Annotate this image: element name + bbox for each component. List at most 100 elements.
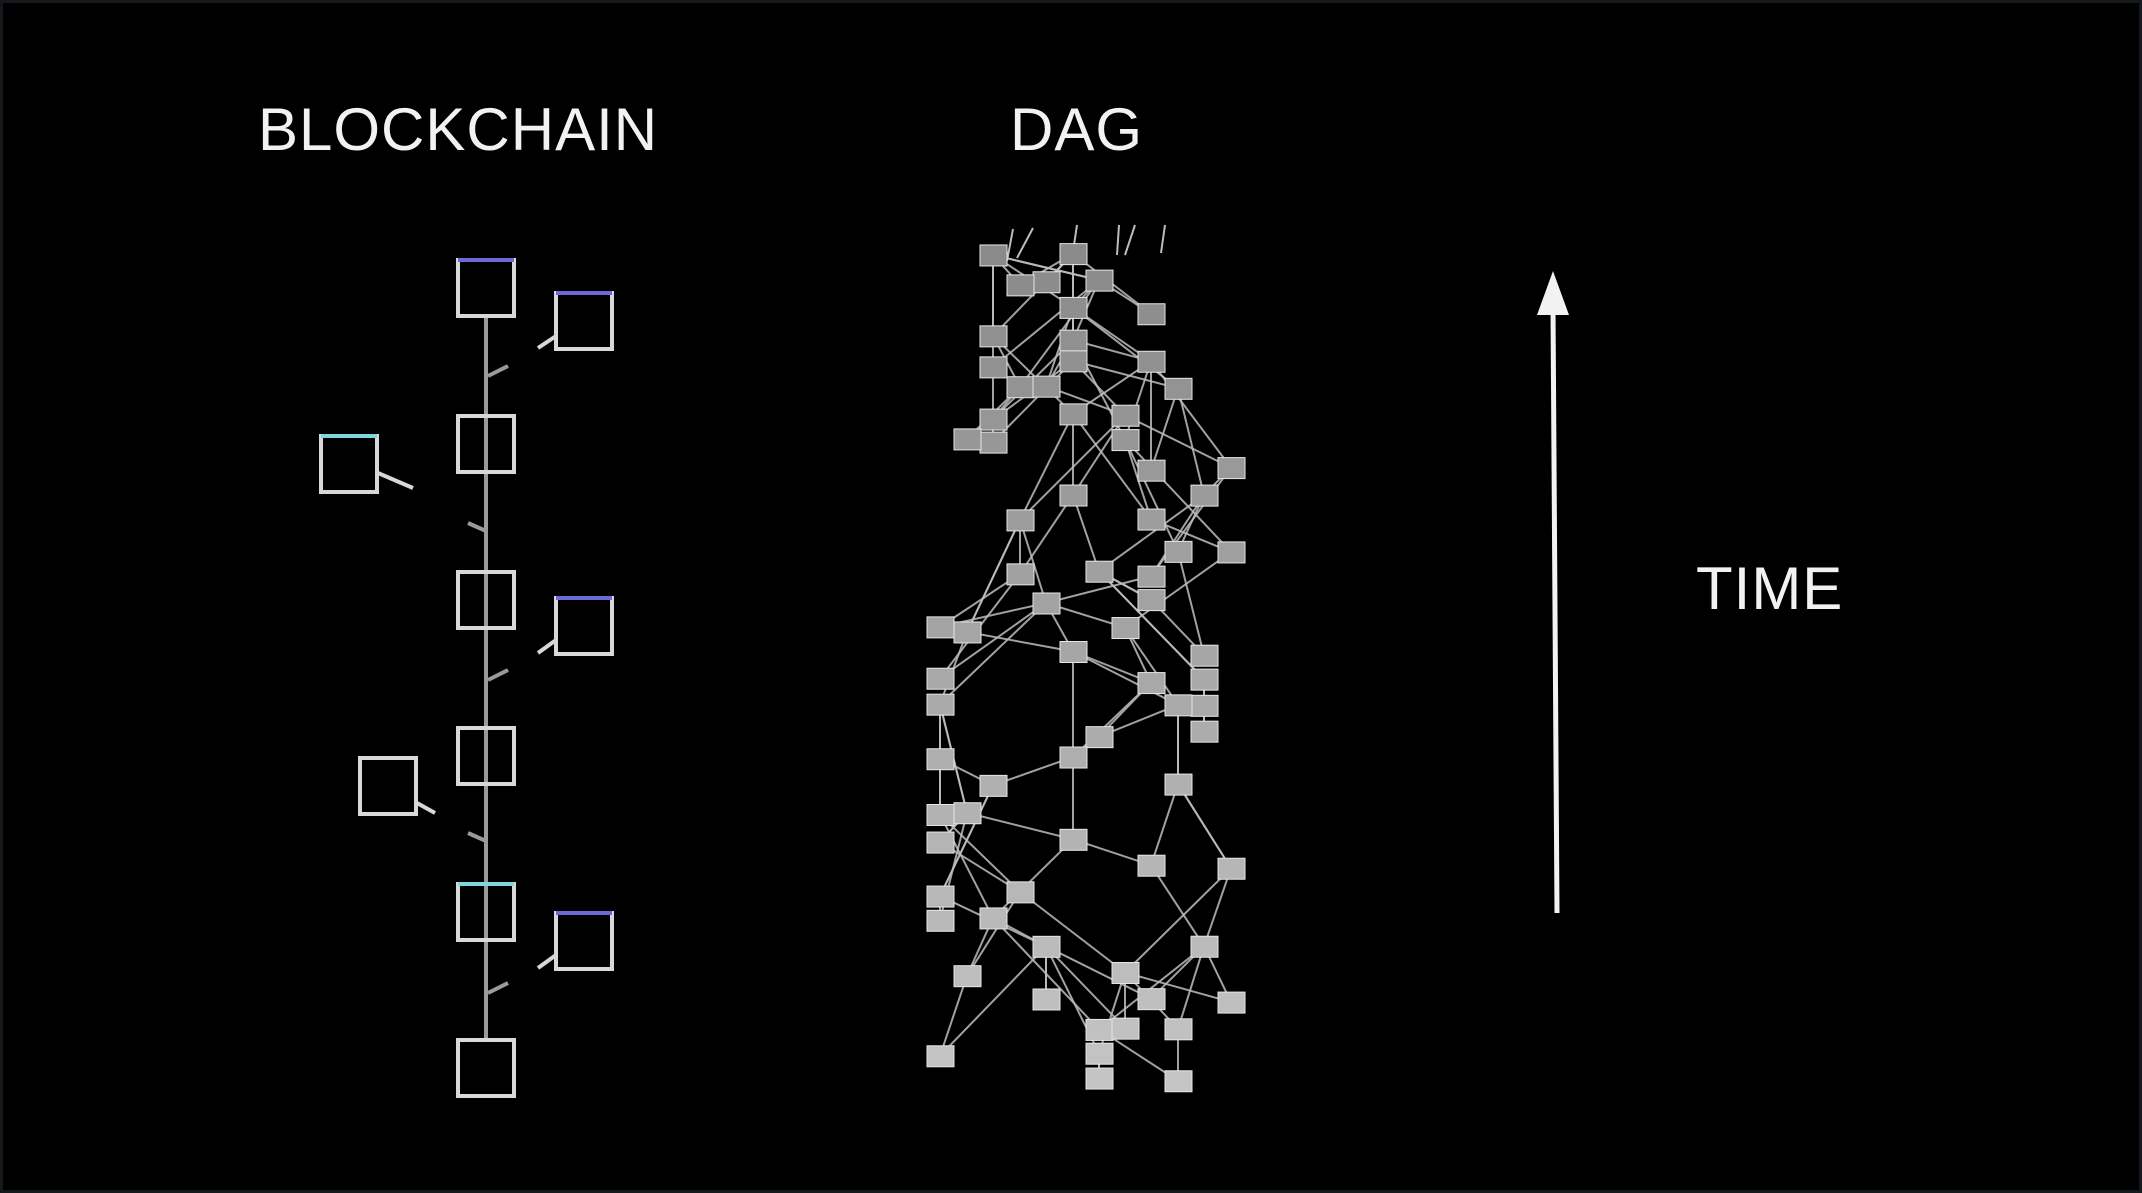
- dag-node: [1006, 563, 1035, 586]
- blockchain-title: BLOCKCHAIN: [258, 96, 659, 163]
- dag-node: [926, 803, 955, 826]
- dag-node: [926, 831, 955, 854]
- dag-node: [1059, 641, 1088, 664]
- dag-node: [1164, 377, 1193, 400]
- dag-edge: [992, 838, 1074, 919]
- dag-node: [926, 748, 955, 771]
- dag-edge: [1098, 945, 1205, 1031]
- dag-edge: [1150, 864, 1205, 947]
- dag-node: [926, 616, 955, 639]
- dag-node: [1085, 1067, 1114, 1090]
- dag-edge: [939, 975, 968, 1057]
- dag-edge: [966, 630, 1074, 653]
- dag-edge: [1124, 971, 1232, 1004]
- dag-tip-edge: [1006, 228, 1014, 262]
- dag-node: [1006, 376, 1035, 399]
- dag-node: [926, 667, 955, 690]
- dag-edge: [1019, 413, 1074, 521]
- dag-edge: [992, 335, 1074, 415]
- side-block-link: [536, 953, 558, 970]
- time-arrow-head: [1537, 271, 1569, 315]
- dag-edge: [1150, 783, 1179, 866]
- chain-tick: [487, 364, 509, 378]
- dag-edge: [1150, 360, 1232, 469]
- dag-tip-edge: [1016, 227, 1034, 259]
- dag-edge: [1072, 413, 1152, 520]
- dag-node: [1032, 592, 1061, 615]
- dag-edge: [939, 945, 1047, 1057]
- side-block-link: [536, 638, 558, 655]
- dag-edge: [939, 813, 1021, 893]
- dag-node: [1111, 429, 1140, 452]
- dag-edge: [1045, 945, 1152, 1000]
- main-block: [456, 726, 516, 786]
- dag-node: [979, 408, 1008, 431]
- dag-node: [1059, 243, 1088, 266]
- dag-node: [1059, 403, 1088, 426]
- dag-node: [979, 774, 1008, 797]
- dag-node: [1059, 296, 1088, 319]
- dag-node: [1085, 1042, 1114, 1065]
- dag-edge: [1177, 551, 1205, 656]
- dag-node: [1085, 1018, 1114, 1041]
- dag-node: [1137, 854, 1166, 877]
- dag-node: [1137, 508, 1166, 531]
- dag-node: [1006, 509, 1035, 532]
- dag-edge: [1177, 388, 1205, 496]
- dag-edge: [1072, 359, 1179, 390]
- dag-node: [1164, 694, 1193, 717]
- dag-node: [1137, 303, 1166, 326]
- dag-tip-edge: [1160, 224, 1166, 254]
- dag-node: [1032, 988, 1061, 1011]
- dag-node: [1190, 484, 1219, 507]
- dag-node: [1085, 560, 1114, 583]
- dag-edge: [1150, 388, 1179, 471]
- dag-node: [1059, 828, 1088, 851]
- dag-node: [1137, 565, 1166, 588]
- dag-diagram: [926, 224, 1246, 1093]
- dag-node: [1006, 274, 1035, 297]
- dag-node: [1085, 269, 1114, 292]
- diagram-graphics: [319, 224, 1569, 1098]
- dag-node: [953, 802, 982, 825]
- dag-title: DAG: [1010, 96, 1144, 163]
- dag-node: [926, 1045, 955, 1068]
- dag-edge: [1124, 626, 1179, 706]
- dag-node: [1085, 726, 1114, 749]
- dag-edge: [1019, 414, 1126, 521]
- dag-node: [1111, 617, 1140, 640]
- dag-node: [1190, 668, 1219, 691]
- dag-edge: [1019, 519, 1047, 604]
- dag-node: [1190, 694, 1219, 717]
- dag-node: [1111, 404, 1140, 427]
- main-block: [456, 570, 516, 630]
- dag-node: [979, 244, 1008, 267]
- chain-tick: [487, 668, 509, 682]
- dag-node: [1217, 541, 1246, 564]
- dag-edge: [1072, 650, 1179, 706]
- dag-edge: [939, 602, 1047, 680]
- main-block: [456, 414, 516, 474]
- dag-edge: [1177, 945, 1205, 1030]
- dag-node: [1217, 457, 1246, 480]
- dag-node: [979, 325, 1008, 348]
- dag-node: [953, 428, 982, 451]
- dag-node: [1217, 857, 1246, 880]
- dag-edge: [1177, 783, 1232, 869]
- time-label: TIME: [1696, 555, 1844, 622]
- dag-node: [1190, 935, 1219, 958]
- dag-node: [1190, 720, 1219, 743]
- main-block: [456, 258, 516, 318]
- dag-edge: [1203, 867, 1232, 947]
- chain-tick: [487, 981, 509, 995]
- dag-node: [1111, 1017, 1140, 1040]
- dag-edge: [992, 253, 1100, 282]
- dag-node: [1137, 350, 1166, 373]
- dag-node: [1111, 961, 1140, 984]
- dag-edge: [1124, 867, 1232, 974]
- side-block-link: [377, 471, 414, 490]
- dag-node: [1032, 375, 1061, 398]
- chain-tick: [467, 831, 487, 843]
- dag-node: [1190, 644, 1219, 667]
